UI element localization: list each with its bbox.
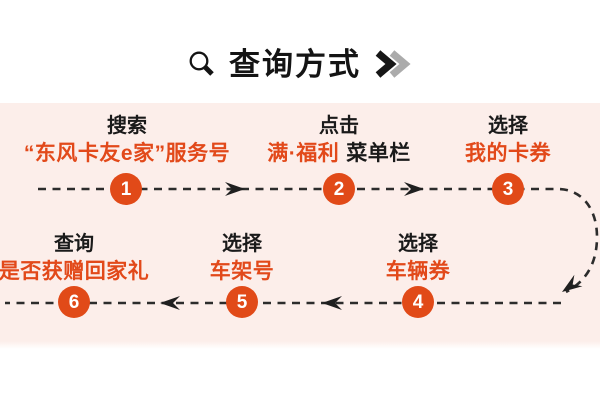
step-action-label: 点击 bbox=[319, 115, 359, 137]
step-number-badge: 2 bbox=[323, 173, 355, 205]
step-action-label: 搜索 bbox=[107, 115, 147, 137]
step-target-text: 是否获赠回家礼 bbox=[0, 259, 149, 285]
flow-step-4-select-vehicle-coupon: 选择 车辆券 bbox=[386, 232, 451, 285]
page-title: 查询方式 bbox=[0, 44, 600, 84]
step-number-badge: 3 bbox=[492, 173, 524, 205]
flow-step-2-click-menu: 点击 满·福利菜单栏 bbox=[267, 114, 411, 167]
step-number-badge: 5 bbox=[226, 286, 258, 318]
step-number-badge: 6 bbox=[58, 286, 90, 318]
double-chevron-icon bbox=[375, 50, 411, 78]
step-target-text: 车架号 bbox=[210, 259, 275, 285]
flow-step-5-select-vin: 选择 车架号 bbox=[210, 232, 275, 285]
step-highlight: 我的卡券 bbox=[465, 142, 551, 165]
step-number-badge: 4 bbox=[402, 286, 434, 318]
step-action-label: 选择 bbox=[488, 115, 528, 137]
flow-step-1-search-account: 搜索 “东风卡友e家”服务号 bbox=[24, 114, 230, 167]
step-target-text: 车辆券 bbox=[386, 259, 451, 285]
flow-step-3-select-my-coupons: 选择 我的卡券 bbox=[465, 114, 551, 167]
arrowheads bbox=[160, 182, 583, 310]
step-number-badge: 1 bbox=[110, 173, 142, 205]
step-highlight: “东风卡友e家”服务号 bbox=[23, 142, 231, 165]
step-target-text: 满·福利菜单栏 bbox=[267, 141, 411, 167]
step-suffix: 菜单栏 bbox=[346, 142, 411, 165]
step-highlight: 满·福利 bbox=[267, 142, 340, 165]
page-title-text: 查询方式 bbox=[229, 46, 361, 82]
magnifier-icon bbox=[189, 51, 214, 76]
step-highlight: 车辆券 bbox=[385, 260, 451, 283]
step-highlight: 车架号 bbox=[209, 260, 275, 283]
step-target-text: “东风卡友e家”服务号 bbox=[24, 141, 230, 167]
flow-panel-background bbox=[0, 103, 600, 349]
step-target-text: 我的卡券 bbox=[465, 141, 551, 167]
step-action-label: 选择 bbox=[398, 233, 438, 255]
step-highlight: 是否获赠回家礼 bbox=[0, 260, 150, 283]
step-action-label: 查询 bbox=[54, 233, 94, 255]
flow-step-6-check-gift: 查询 是否获赠回家礼 bbox=[0, 232, 149, 285]
step-action-label: 选择 bbox=[222, 233, 262, 255]
